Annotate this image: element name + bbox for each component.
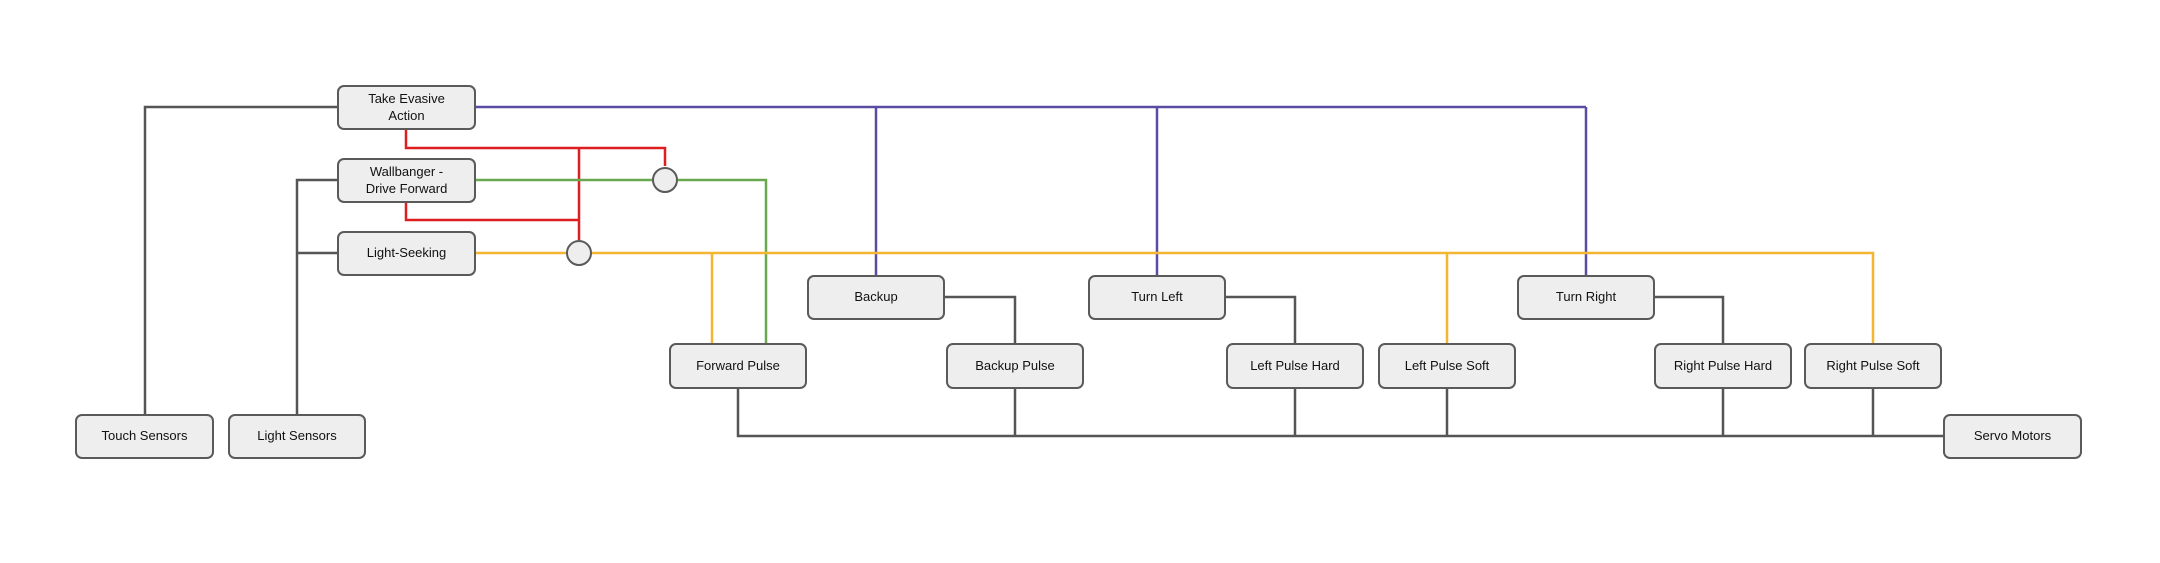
suppressor-junction-lower (566, 240, 592, 266)
node-servo-motors: Servo Motors (1943, 414, 2082, 459)
node-take-evasive-action: Take Evasive Action (337, 85, 476, 130)
node-backup-pulse: Backup Pulse (946, 343, 1084, 389)
node-light-seeking: Light-Seeking (337, 231, 476, 276)
node-right-pulse-hard: Right Pulse Hard (1654, 343, 1792, 389)
turn-right-to-pulse-wire (1655, 295, 1725, 343)
node-right-pulse-soft: Right Pulse Soft (1804, 343, 1942, 389)
light-sensors-wire (295, 178, 337, 414)
node-turn-right: Turn Right (1517, 275, 1655, 320)
touch-sensors-wire (143, 105, 337, 414)
node-turn-left: Turn Left (1088, 275, 1226, 320)
wallbanger-wire-green (476, 178, 768, 343)
turn-left-to-pulse-wire (1226, 295, 1297, 343)
light-seeking-wire-yellow (476, 251, 1875, 343)
servo-motor-bus-wire (736, 389, 1943, 438)
evasive-wire-purple (476, 105, 1588, 275)
node-light-sensors: Light Sensors (228, 414, 366, 459)
suppress-wire-red (404, 130, 667, 240)
node-backup: Backup (807, 275, 945, 320)
node-left-pulse-soft: Left Pulse Soft (1378, 343, 1516, 389)
node-wallbanger-drive-forward: Wallbanger - Drive Forward (337, 158, 476, 203)
backup-to-pulse-wire (945, 295, 1017, 343)
suppressor-junction-upper (652, 167, 678, 193)
node-touch-sensors: Touch Sensors (75, 414, 214, 459)
node-left-pulse-hard: Left Pulse Hard (1226, 343, 1364, 389)
node-forward-pulse: Forward Pulse (669, 343, 807, 389)
